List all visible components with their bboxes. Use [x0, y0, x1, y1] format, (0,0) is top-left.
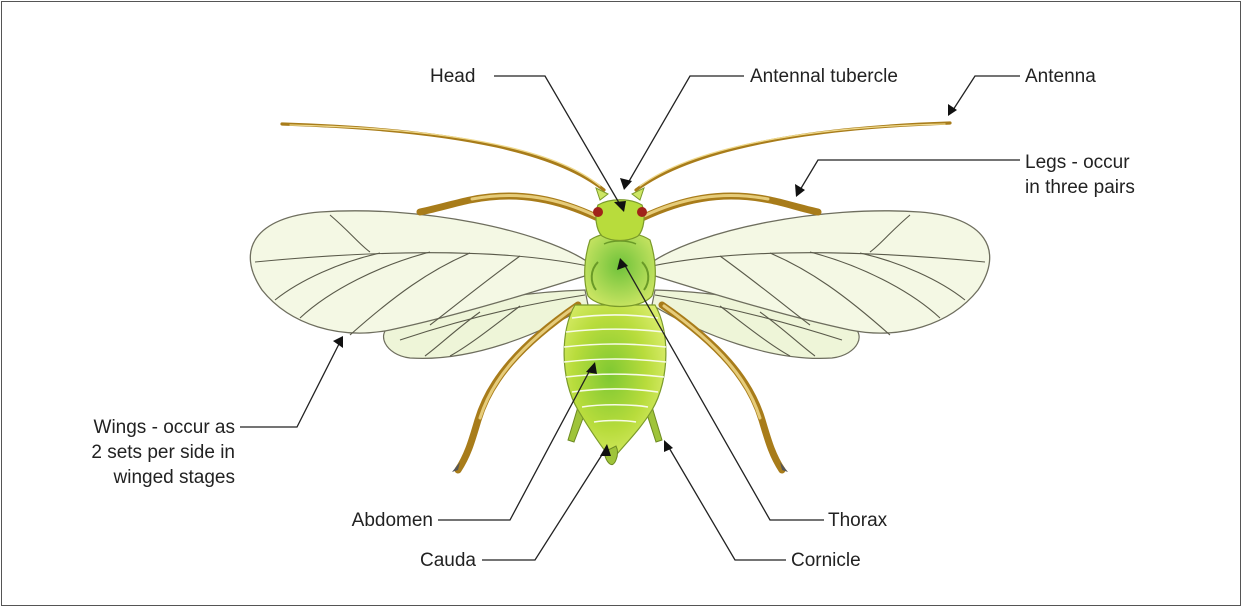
eye-icon	[593, 207, 603, 217]
label-legs-line2: in three pairs	[1025, 177, 1135, 198]
label-antenna: Antenna	[1025, 66, 1096, 87]
label-antennal-tubercle: Antennal tubercle	[750, 66, 898, 87]
eye-icon	[637, 207, 647, 217]
label-cornicle: Cornicle	[791, 550, 861, 571]
label-legs-line1: Legs - occur	[1025, 152, 1130, 173]
aphid-body	[564, 188, 666, 465]
antennae	[282, 123, 950, 190]
label-wings-line3: winged stages	[113, 467, 235, 488]
label-head: Head	[430, 66, 475, 87]
label-wings-line2: 2 sets per side in	[91, 442, 235, 463]
label-thorax: Thorax	[828, 510, 888, 531]
label-cauda: Cauda	[420, 550, 476, 571]
label-abdomen: Abdomen	[352, 510, 433, 531]
label-wings-line1: Wings - occur as	[94, 417, 235, 438]
